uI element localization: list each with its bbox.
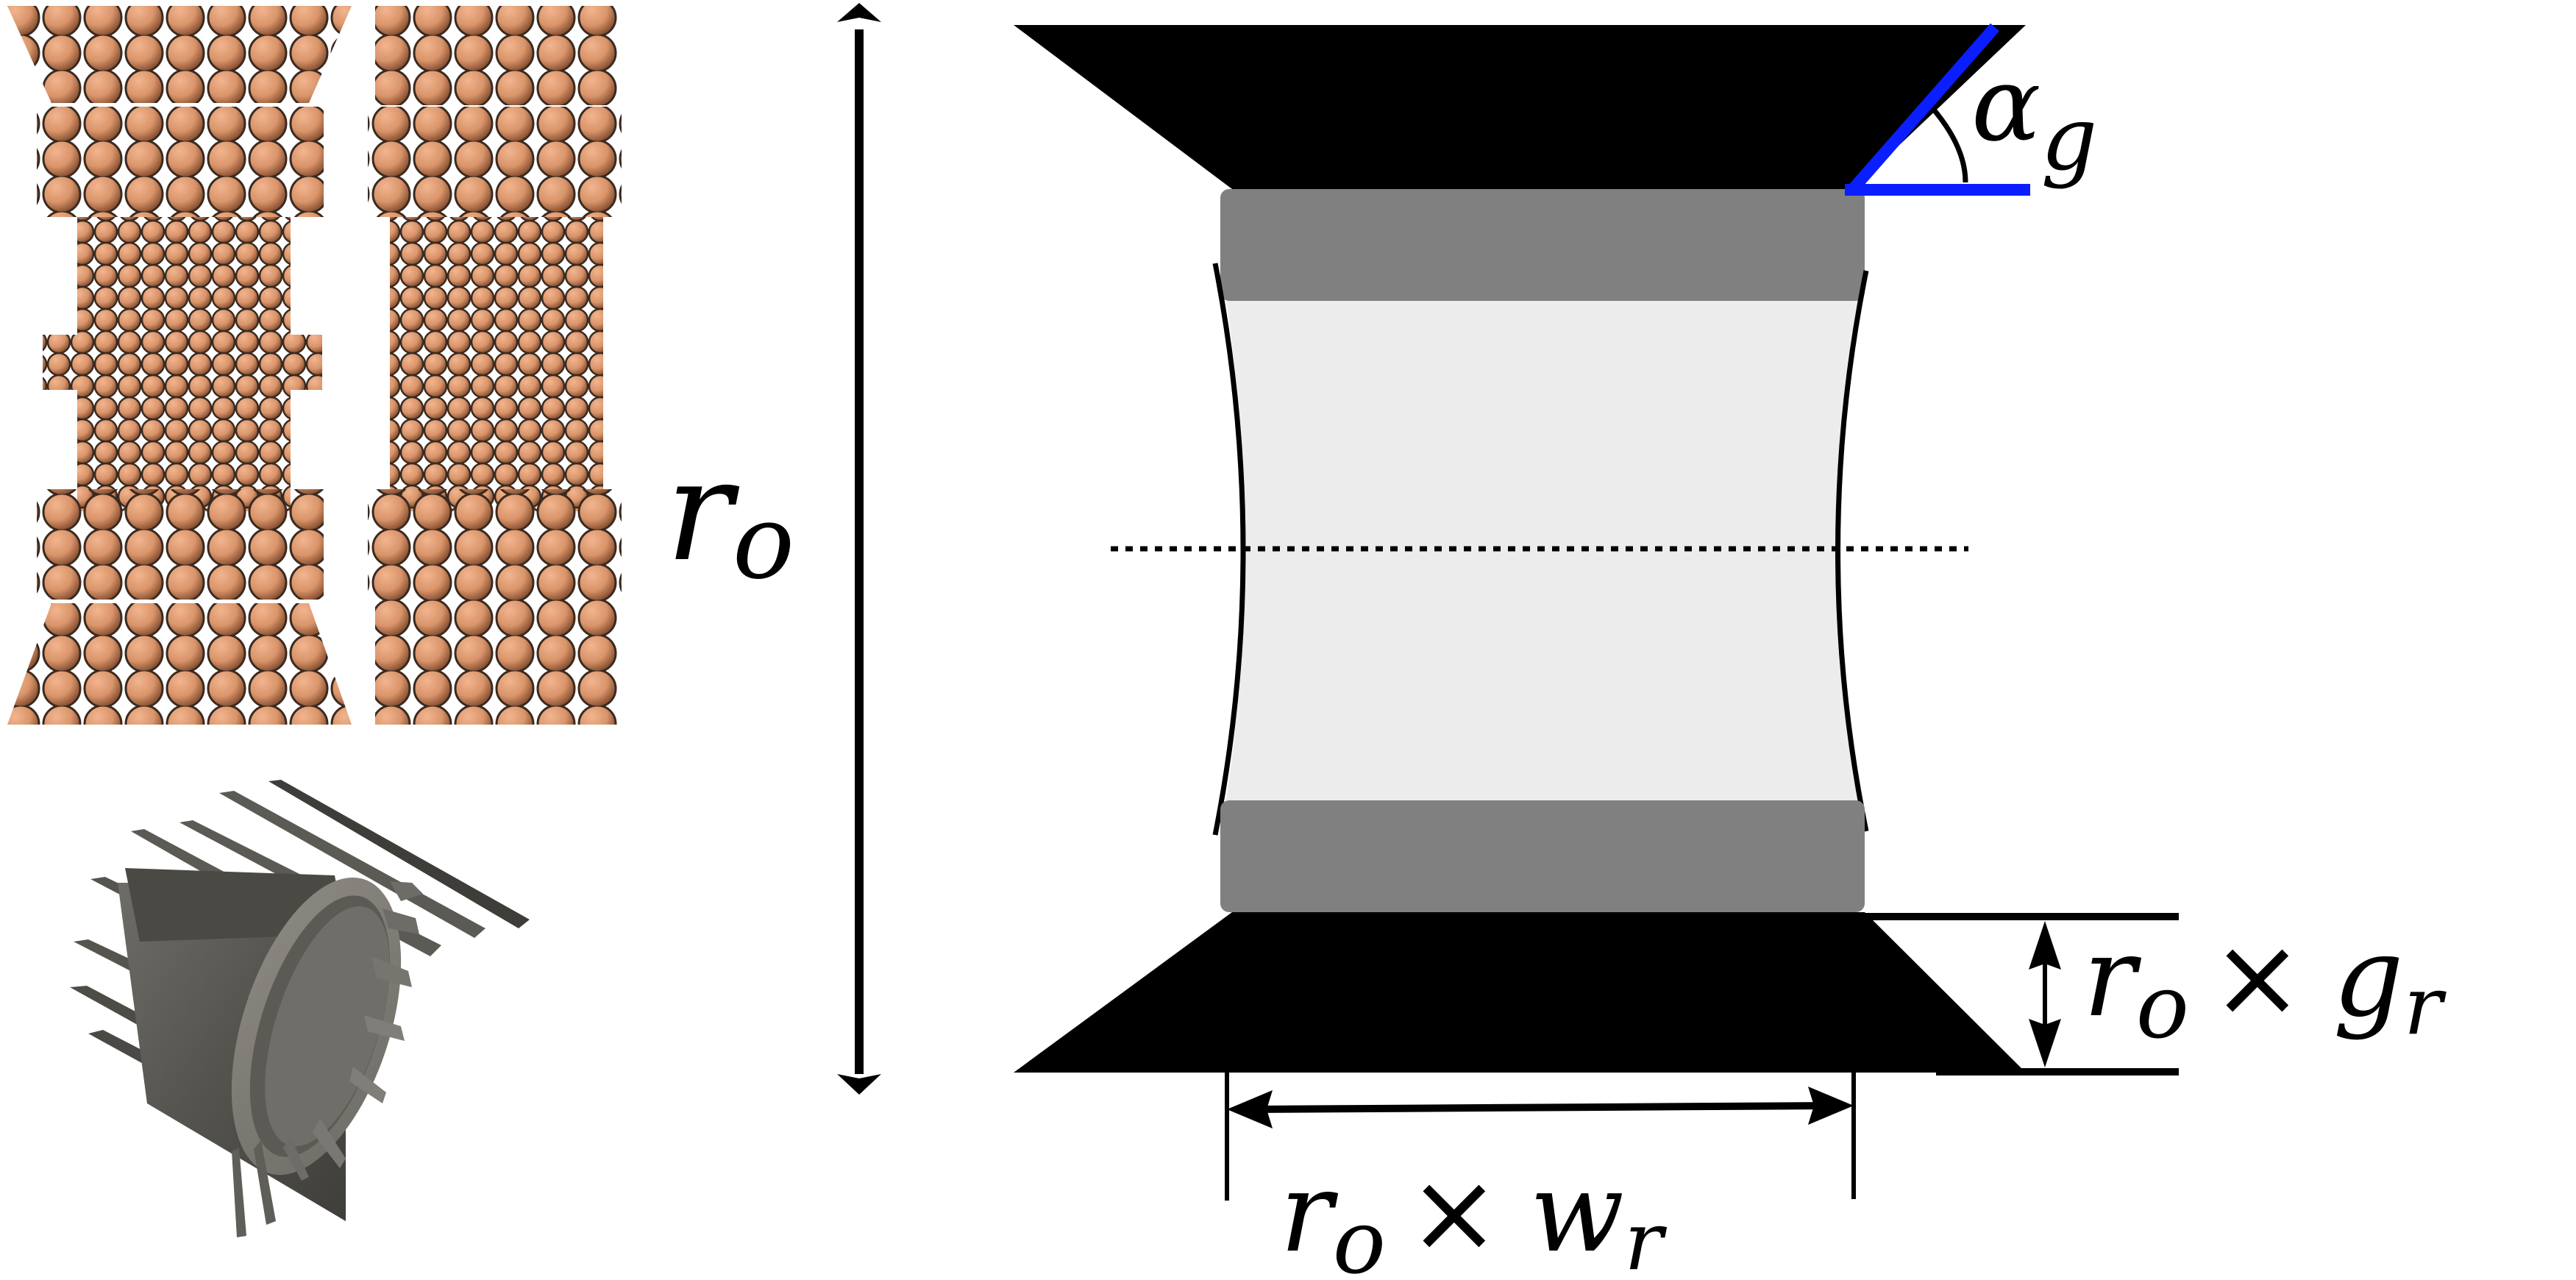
left-wall: [1212, 263, 1246, 836]
height-label: ro: [666, 430, 794, 602]
atomistic-model-right: [368, 6, 622, 725]
angle-indicator: [1845, 23, 2030, 196]
angle-label: αg: [1971, 45, 2097, 191]
bottom-cap: [1014, 912, 2026, 1073]
gap-label: ro×gr: [2083, 914, 2447, 1059]
top-band: [1220, 189, 1865, 301]
gap-dimension: [1865, 913, 2179, 1075]
height-arrow: [837, 3, 881, 1095]
top-cap: [1014, 25, 2026, 189]
bottom-band: [1220, 800, 1865, 912]
width-dimension: [1225, 1052, 1856, 1201]
atomistic-model-left: [7, 6, 352, 725]
schematic: ro αg ro×gr r: [666, 3, 2447, 1280]
width-label: ro×wr: [1280, 1149, 1668, 1280]
finned-spool-render: [70, 780, 530, 1237]
